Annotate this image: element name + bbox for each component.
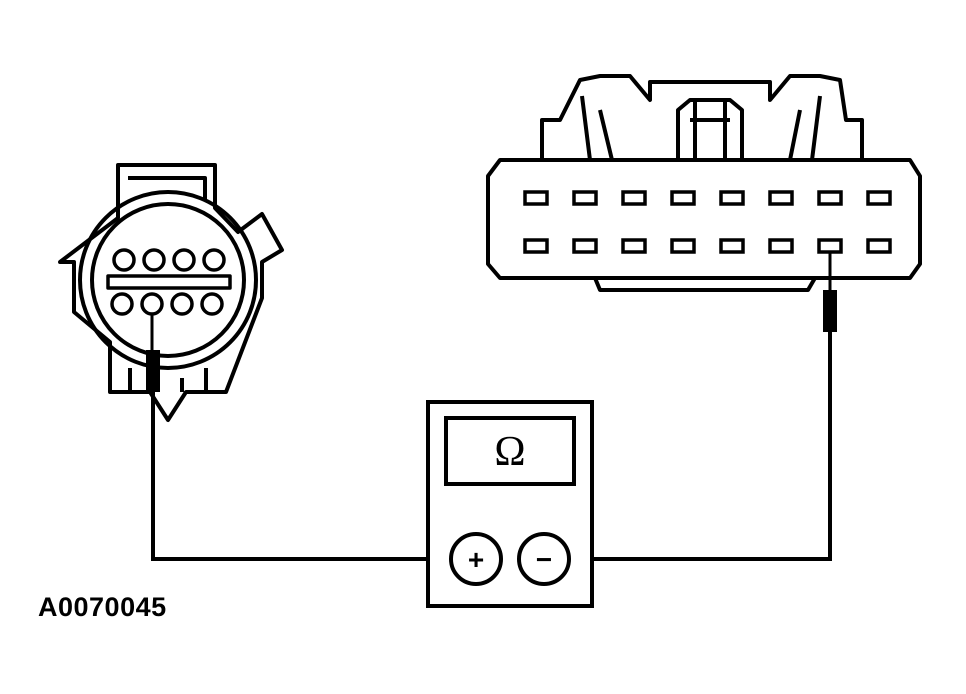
multipin-connector-latch — [676, 98, 744, 162]
terminal-slot-probed — [817, 238, 843, 254]
negative-terminal-symbol: − — [536, 544, 552, 575]
terminal-slot — [572, 238, 598, 254]
terminal-slot — [719, 190, 745, 206]
multipin-connector — [486, 74, 922, 292]
test-leads — [151, 332, 832, 561]
terminal-slot — [572, 190, 598, 206]
terminal-slot — [768, 238, 794, 254]
round-connector-pin — [142, 248, 166, 272]
ohmmeter-display — [444, 416, 576, 486]
round-connector-pin — [172, 248, 196, 272]
multipin-connector-rib — [580, 95, 822, 161]
multipin-terminals — [523, 190, 892, 254]
ohm-symbol: Ω — [494, 429, 525, 475]
round-connector-latch — [128, 368, 208, 392]
round-connector-pin — [200, 292, 224, 316]
terminal-slot — [621, 238, 647, 254]
positive-terminal — [449, 532, 503, 586]
round-connector-pin — [110, 292, 134, 316]
round-connector-housing — [58, 163, 284, 422]
round-connector-inner-ring — [90, 202, 246, 358]
terminal-slot — [866, 238, 892, 254]
terminal-slot — [621, 190, 647, 206]
round-connector-pin — [170, 292, 194, 316]
round-connector — [58, 163, 284, 422]
multipin-connector-body — [486, 158, 922, 280]
multipin-connector-lip — [593, 276, 817, 292]
round-connector-outer-ring — [78, 190, 258, 370]
lead-negative — [570, 332, 832, 561]
terminal-slot — [523, 238, 549, 254]
terminal-slot — [817, 190, 843, 206]
probe-right-tip — [823, 290, 837, 332]
round-connector-pin — [112, 248, 136, 272]
round-connector-key-bar — [106, 274, 232, 290]
terminal-slot — [768, 190, 794, 206]
round-connector-pin — [202, 248, 226, 272]
terminal-slot — [523, 190, 549, 206]
negative-terminal — [517, 532, 571, 586]
terminal-slot — [670, 190, 696, 206]
figure-reference-id: A0070045 — [38, 592, 167, 622]
positive-terminal-symbol: + — [468, 544, 484, 575]
ohmmeter: Ω + − — [426, 400, 594, 608]
round-connector-top-tab — [128, 176, 207, 200]
terminal-slot — [866, 190, 892, 206]
terminal-slot — [670, 238, 696, 254]
round-connector-pin-probed — [140, 292, 164, 316]
probe-right — [823, 252, 837, 332]
probe-left — [146, 314, 160, 392]
lead-positive — [151, 392, 450, 561]
probe-left-tip — [146, 350, 160, 392]
terminal-slot — [719, 238, 745, 254]
multipin-connector-top-housing — [540, 74, 864, 160]
